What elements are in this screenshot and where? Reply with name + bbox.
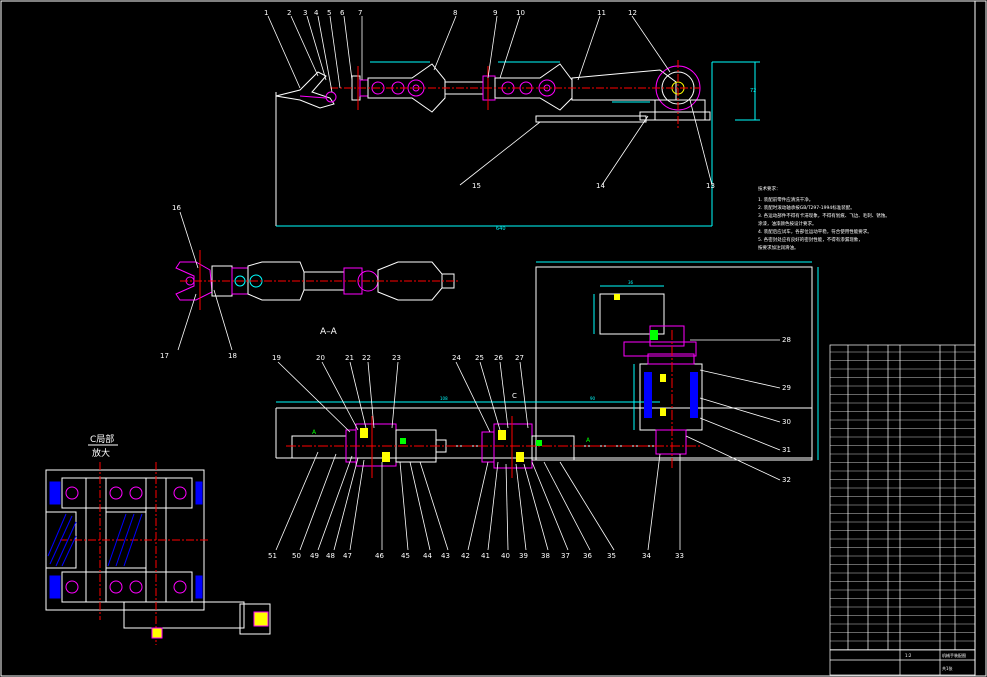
right-callouts: 28 29 30 31 32 [782,336,791,484]
callout: 27 [515,354,524,362]
section-callout-leaders [275,339,781,551]
callout: 44 [423,552,432,560]
callout: 49 [310,552,319,560]
dimension-text: 90 [590,396,596,401]
section-letter: A [586,437,591,444]
callout: 26 [494,354,503,362]
callout: 51 [268,552,277,560]
callout: 45 [401,552,410,560]
callout: 16 [172,204,181,212]
callout: 17 [160,352,169,360]
section-colored-details [360,294,698,462]
callout: 47 [343,552,352,560]
callout: 6 [340,9,345,17]
callout: 3 [303,9,307,17]
callout: 43 [441,552,450,560]
callout: 14 [596,182,605,190]
parts-list-table [829,344,976,676]
detail-c-assembly [45,462,271,645]
dimension-text: 36 [628,280,634,285]
callout: 48 [326,552,335,560]
callout: 24 [452,354,461,362]
callout: 35 [607,552,616,560]
middle-gripper-view [175,250,460,310]
callout: 29 [782,384,791,392]
note-line: 4. 装配后应试车，各部位运动平稳，符合使用性能要求。 [758,228,872,235]
title-block-drawing-name: 机械手装配图 [942,652,966,658]
callout: 7 [358,9,362,17]
note-line: 按要求加注润滑油。 [758,244,799,251]
callout: 2 [287,9,291,17]
detail-c-hatching [47,481,203,599]
callout: 39 [519,552,528,560]
technical-notes: 技术要求： 1. 装配前零件应清洗干净。 2. 装配时滚动轴承按GB/T297-… [758,185,890,251]
notes-title: 技术要求： [758,185,781,192]
callout: 10 [516,9,525,17]
callout: 8 [453,9,457,17]
callout: 37 [561,552,570,560]
note-line: 2. 装配时滚动轴承按GB/T297-1994标准装配。 [758,204,855,211]
note-line: 1. 装配前零件应清洗干净。 [758,196,813,203]
section-top-callouts: 19 20 21 22 23 24 25 26 27 [272,354,524,362]
callout: 42 [461,552,470,560]
detail-c-bearings [65,486,269,639]
callout: 9 [493,9,497,17]
callout: 25 [475,354,484,362]
callout: 11 [597,9,606,17]
callout: 15 [472,182,481,190]
detail-label: C局部 [90,433,114,445]
callout: 19 [272,354,281,362]
callout: 28 [782,336,791,344]
callout: 5 [327,9,331,17]
callout: 22 [362,354,371,362]
section-aa-assembly [275,261,819,478]
callout: 23 [392,354,401,362]
top-callouts: 1 2 3 4 5 6 7 8 9 10 11 12 15 14 13 640 … [264,9,756,232]
title-block-scale: 1:2 [905,653,912,658]
callout: 41 [481,552,490,560]
callout: 40 [501,552,510,560]
callout: 20 [316,354,325,362]
section-letter: C [512,392,517,400]
callout: 33 [675,552,684,560]
section-letter: A [312,429,317,436]
callout: 38 [541,552,550,560]
middle-callout-leaders [177,211,233,351]
callout: 12 [628,9,637,17]
parts-list-rows [830,351,975,650]
callout: 1 [264,9,268,17]
dimension-text: 640 [496,226,506,232]
callout: 32 [782,476,791,484]
callout: 18 [228,352,237,360]
callout: 46 [375,552,384,560]
dimension-text: 108 [440,396,448,401]
callout: 31 [782,446,791,454]
top-arm-assembly [275,60,760,227]
section-bottom-callouts: 51 50 49 48 47 46 45 44 43 42 41 40 39 3… [268,552,684,560]
note-line: 5. 各密封处应有良好的密封性能，不得有渗漏现象， [758,236,863,243]
dimension-text: 72 [750,88,756,94]
section-view-label: A–A [320,327,338,337]
note-line: 3. 各运动部件不得有卡滞现象，不得有划痕、飞边、毛刺、锈蚀。 [758,212,890,219]
callout: 34 [642,552,651,560]
top-callout-leaders [267,15,713,186]
callout: 13 [706,182,715,190]
callout: 30 [782,418,791,426]
title-block-sheet: 共1张 [942,665,953,671]
note-line: 涂漆，油漆颜色按设计要求。 [758,220,817,227]
callout: 50 [292,552,301,560]
detail-label: 放大 [92,447,110,459]
callout: 21 [345,354,354,362]
callout: 4 [314,9,319,17]
callout: 36 [583,552,592,560]
